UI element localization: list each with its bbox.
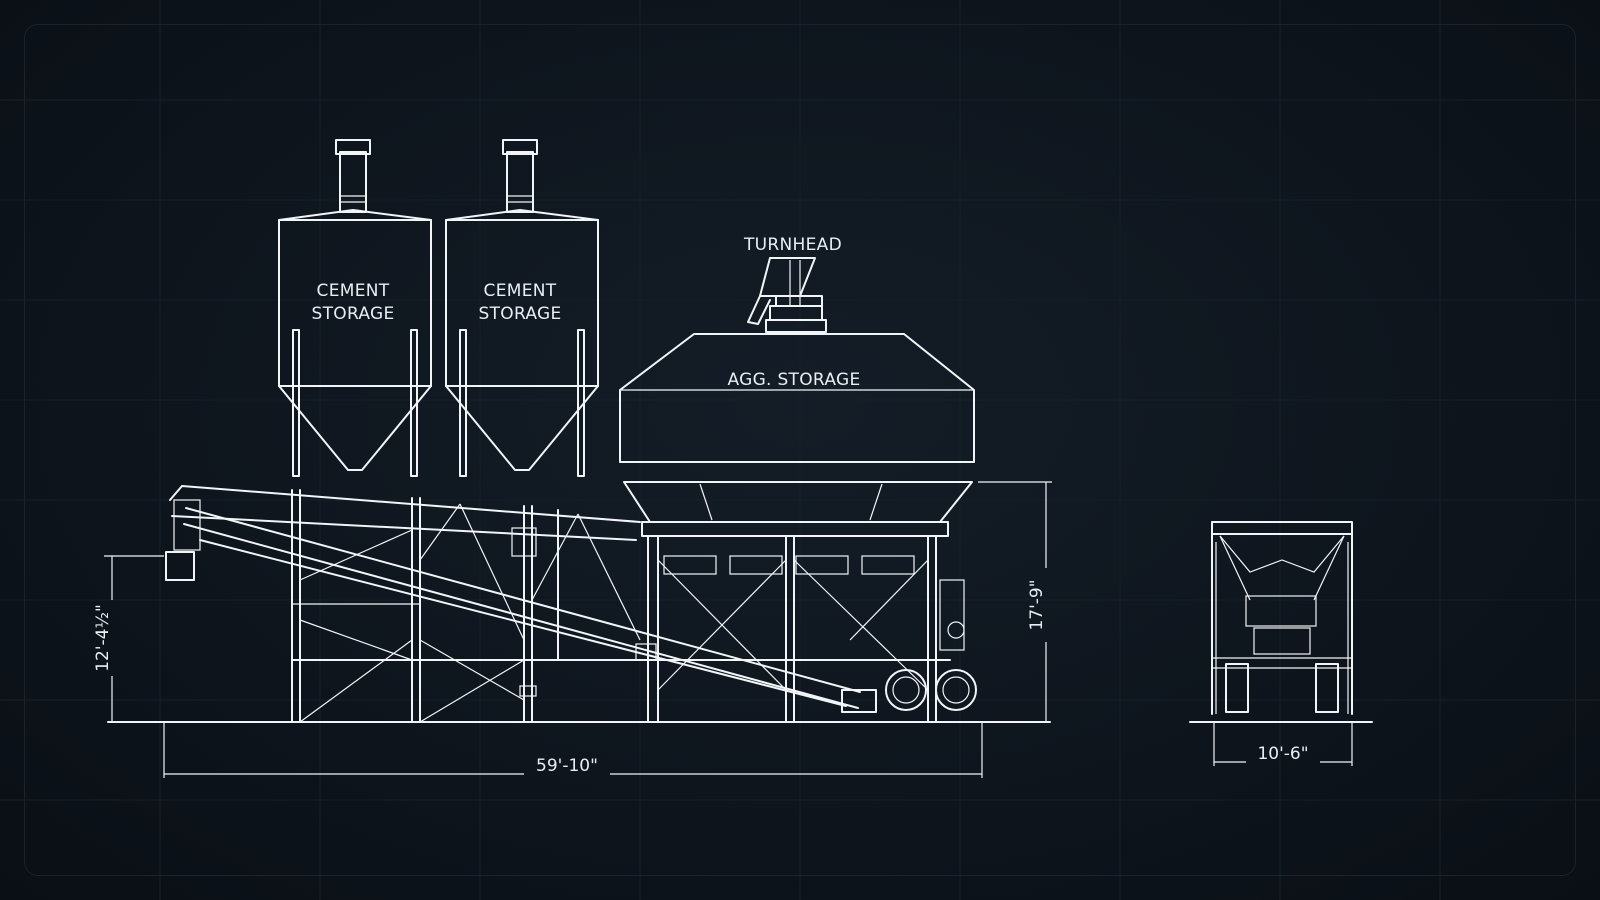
- dimension-overall-length: [163, 722, 983, 778]
- cement-storage-2-label-line2: STORAGE: [478, 304, 561, 324]
- feed-height-dimension: 12'-4½": [93, 604, 113, 672]
- end-width-dimension: 10'-6": [1257, 744, 1308, 764]
- dimension-overall-height: [978, 481, 1052, 722]
- dimension-end-width: [1213, 722, 1353, 766]
- inclined-conveyor: [165, 485, 877, 723]
- cement-storage-1-label-line1: CEMENT: [317, 281, 390, 301]
- turnhead-label: TURNHEAD: [743, 235, 842, 255]
- turnhead: [747, 257, 827, 333]
- dimension-feed-height: [104, 555, 164, 722]
- cement-silo-2: [445, 139, 599, 477]
- overall-length-dimension: 59'-10": [536, 756, 598, 776]
- agg-storage-label: AGG. STORAGE: [727, 370, 860, 390]
- overall-height-dimension: 17'-9": [1027, 579, 1047, 630]
- cement-storage-2-label-line1: CEMENT: [484, 281, 557, 301]
- aggregate-storage-bin: [619, 333, 975, 463]
- end-view: [1189, 521, 1373, 723]
- weigh-hopper-frame: [623, 481, 977, 723]
- cement-storage-1-label-line2: STORAGE: [311, 304, 394, 324]
- cement-silo-1: [278, 139, 432, 477]
